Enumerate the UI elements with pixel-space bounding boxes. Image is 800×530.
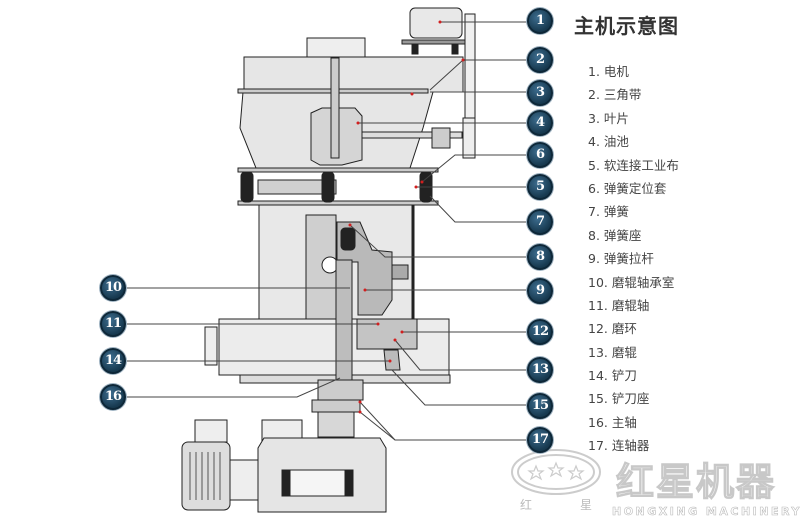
legend-item: 15. 铲刀座 — [588, 391, 650, 407]
legend-item: 1. 电机 — [588, 64, 629, 79]
legend-item: 10. 磨辊轴承室 — [588, 274, 675, 290]
logo-name-cn: 红星机器 — [615, 460, 777, 504]
callout-14: 14 — [100, 348, 126, 374]
callout-1: 1 — [527, 8, 553, 34]
leader-lines — [125, 21, 528, 441]
callout-11: 11 — [100, 311, 126, 337]
callout-3: 3 — [527, 80, 553, 106]
legend-item: 8. 弹簧座 — [588, 227, 642, 243]
legend-item: 9. 弹簧拉杆 — [588, 251, 654, 267]
coupling — [311, 399, 361, 413]
callout-7: 7 — [527, 209, 553, 235]
star-icon — [527, 461, 585, 481]
logo-small-right: 星 — [580, 498, 593, 512]
motor — [409, 7, 463, 39]
callout-17: 17 — [527, 427, 553, 453]
legend-item: 12. 磨环 — [588, 321, 637, 337]
callout-13: 13 — [527, 357, 553, 383]
logo-name-en: HONGXING MACHINERY — [612, 505, 800, 518]
legend-item: 5. 软连接工业布 — [588, 157, 679, 173]
legend-item: 11. 磨辊轴 — [588, 297, 650, 313]
legend-item: 3. 叶片 — [588, 110, 629, 126]
legend-item: 17. 连轴器 — [588, 438, 650, 454]
drive-motor — [181, 441, 231, 511]
callout-9: 9 — [527, 278, 553, 304]
logo-small-left: 红 — [520, 498, 533, 512]
legend-item: 14. 铲刀 — [588, 368, 637, 384]
legend-item: 7. 弹簧 — [588, 204, 629, 220]
legend-item: 2. 三角带 — [588, 87, 642, 103]
callout-4: 4 — [527, 110, 553, 136]
target-markers — [348, 20, 465, 414]
logo-emblem — [511, 449, 601, 495]
callout-5: 5 — [527, 174, 553, 200]
callout-10: 10 — [100, 275, 126, 301]
legend-item: 6. 弹簧定位套 — [588, 180, 667, 196]
callout-15: 15 — [527, 393, 553, 419]
callout-12: 12 — [527, 319, 553, 345]
legend-item: 16. 主轴 — [588, 414, 637, 430]
legend-item: 4. 油池 — [588, 134, 629, 150]
callout-16: 16 — [100, 384, 126, 410]
legend-item: 13. 磨辊 — [588, 344, 637, 360]
diagram-title: 主机示意图 — [574, 14, 679, 38]
main-shaft — [335, 259, 353, 391]
springs — [240, 171, 433, 203]
parts-legend: 1. 电机 2. 三角带 3. 叶片 4. 油池 5. 软连接工业布 6. 弹簧… — [588, 60, 679, 458]
callout-8: 8 — [527, 244, 553, 270]
callout-2: 2 — [527, 47, 553, 73]
callout-6: 6 — [527, 142, 553, 168]
